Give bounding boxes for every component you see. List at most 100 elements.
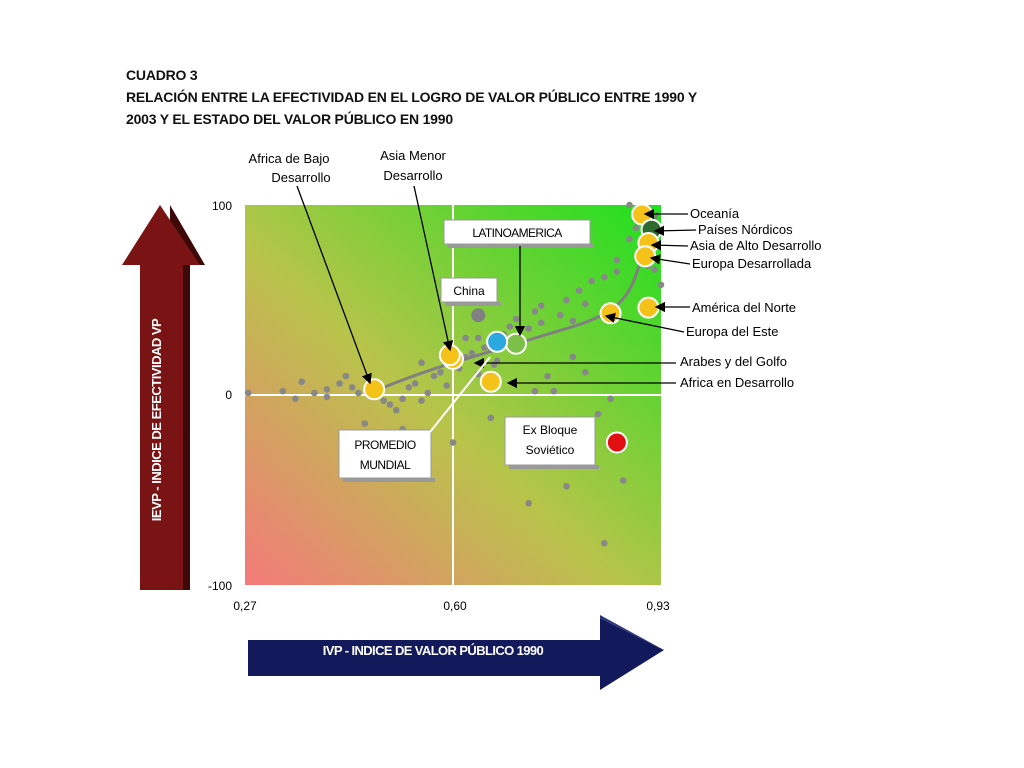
scatter-point: [348, 384, 356, 391]
scatter-point: [531, 308, 539, 315]
scatter-point: [531, 387, 539, 395]
scatter-point: [474, 334, 482, 342]
scatter-point: [418, 359, 425, 367]
y-tick-label: -100: [208, 579, 232, 593]
scatter-point: [575, 287, 583, 294]
y-axis-arrow: [122, 205, 205, 590]
scatter-point: [244, 389, 252, 397]
callout-asia-menor-1: Asia Menor: [380, 148, 446, 163]
scatter-point: [399, 395, 406, 403]
group-marker-latinoamerica: [505, 332, 528, 355]
scatter-point: [449, 439, 457, 446]
scatter-point: [613, 256, 621, 264]
scatter-point: [594, 410, 602, 418]
scatter-point: [424, 389, 432, 397]
scatter-point: [525, 500, 532, 507]
group-marker-africa-en-desarrollo: [479, 370, 502, 393]
scatter-point: [600, 539, 608, 547]
scatter-point: [588, 277, 595, 285]
promedio-label-line-1: PROMEDIO: [354, 438, 416, 452]
callout-africa-bajo-1: Africa de Bajo: [249, 151, 330, 166]
scatter-point: [411, 380, 419, 387]
chart-title-line-2: 2003 Y EL ESTADO DEL VALOR PÚBLICO EN 19…: [126, 111, 453, 127]
callout-europa-este: Europa del Este: [686, 324, 779, 339]
scatter-point: [279, 387, 287, 395]
scatter-point: [298, 378, 306, 386]
x-axis-arrow: [248, 615, 664, 690]
scatter-point: [323, 393, 331, 401]
x-axis-label: IVP - INDICE DE VALOR PÚBLICO 1990: [323, 643, 544, 658]
scatter-point: [563, 482, 570, 490]
scatter-point: [600, 273, 608, 281]
trend-curve: [373, 211, 660, 393]
y-tick-label: 100: [212, 199, 232, 213]
scatter-point: [292, 395, 299, 403]
scatter-point: [619, 477, 627, 484]
callout-nordicos: Países Nórdicos: [698, 222, 793, 237]
x-tick-label: 0,93: [646, 599, 670, 613]
scatter-point: [657, 281, 665, 289]
scatter-point: [418, 397, 425, 405]
group-marker-arabes: [486, 330, 509, 353]
scatter-point: [607, 395, 614, 403]
scatter-point: [556, 311, 564, 319]
scatter-point: [311, 389, 318, 397]
scatter-point: [487, 414, 495, 422]
scatter-point: [481, 344, 488, 351]
callout-arabes: Arabes y del Golfo: [680, 354, 787, 369]
ex-bloque-label-line-1: Ex Bloque: [523, 423, 578, 437]
y-tick-label: 0: [225, 388, 232, 402]
scatter-point: [355, 389, 362, 397]
scatter-point: [430, 372, 438, 380]
promedio-pointer: [429, 356, 491, 433]
scatter-point: [569, 353, 577, 361]
scatter-point: [323, 386, 331, 393]
scatter-point: [582, 368, 589, 376]
callout-africa-des: Africa en Desarrollo: [680, 375, 794, 390]
callout-europa-des: Europa Desarrollada: [692, 256, 812, 271]
scatter-point: [443, 382, 450, 389]
group-marker-ex-bloque-sovi-tico: [605, 431, 628, 454]
scatter-point: [342, 372, 350, 380]
scatter-point: [544, 372, 551, 380]
china-label: China: [453, 284, 485, 298]
ex-bloque-label-line-2: Soviético: [526, 443, 575, 457]
scatter-point: [380, 397, 387, 405]
latinoamerica-label: LATINOAMERICA: [472, 226, 562, 240]
scatter-point: [569, 317, 577, 325]
group-marker-europa-desarrollada: [634, 245, 657, 268]
group-marker-china: [471, 308, 486, 323]
callout-africa-bajo-2: Desarrollo: [271, 170, 330, 185]
scatter-point: [632, 224, 640, 232]
latinoamerica-box: LATINOAMERICA: [443, 219, 594, 248]
callout-oceania: Oceanía: [690, 206, 740, 221]
china-box: China: [440, 277, 501, 306]
chart-title-line-1: RELACIÓN ENTRE LA EFECTIVIDAD EN EL LOGR…: [126, 89, 698, 105]
scatter-point: [386, 401, 394, 408]
scatter-point: [582, 300, 589, 308]
x-ticks: 0,27 0,60 0,93: [233, 599, 670, 613]
scatter-point: [512, 315, 520, 323]
ex-bloque-box: Ex Bloque Soviético: [504, 416, 599, 469]
scatter-point: [626, 235, 633, 243]
scatter-point: [468, 349, 476, 357]
callout-asia-alto: Asia de Alto Desarrollo: [690, 238, 822, 253]
group-marker-am-rica-del-norte: [637, 296, 660, 319]
scatter-point: [437, 368, 444, 376]
scatter-point: [405, 384, 413, 391]
scatter-point: [392, 406, 400, 414]
callout-asia-menor-2: Desarrollo: [383, 168, 442, 183]
scatter-point: [506, 323, 514, 330]
callout-america-norte: América del Norte: [692, 300, 796, 315]
group-marker-europa-del-este: [599, 302, 622, 325]
group-marker-africa-de-bajo-desarrollo: [363, 378, 386, 401]
cuadro-label: CUADRO 3: [126, 67, 198, 83]
scatter-point: [361, 420, 369, 427]
scatter-point: [462, 334, 469, 342]
scatter-point: [336, 380, 343, 387]
promedio-label-line-2: MUNDIAL: [360, 458, 411, 472]
scatter-point: [651, 266, 658, 273]
scatter-point: [563, 296, 570, 304]
y-axis-label: IEVP - INDICE DE EFECTIVIDAD VP: [149, 318, 164, 521]
